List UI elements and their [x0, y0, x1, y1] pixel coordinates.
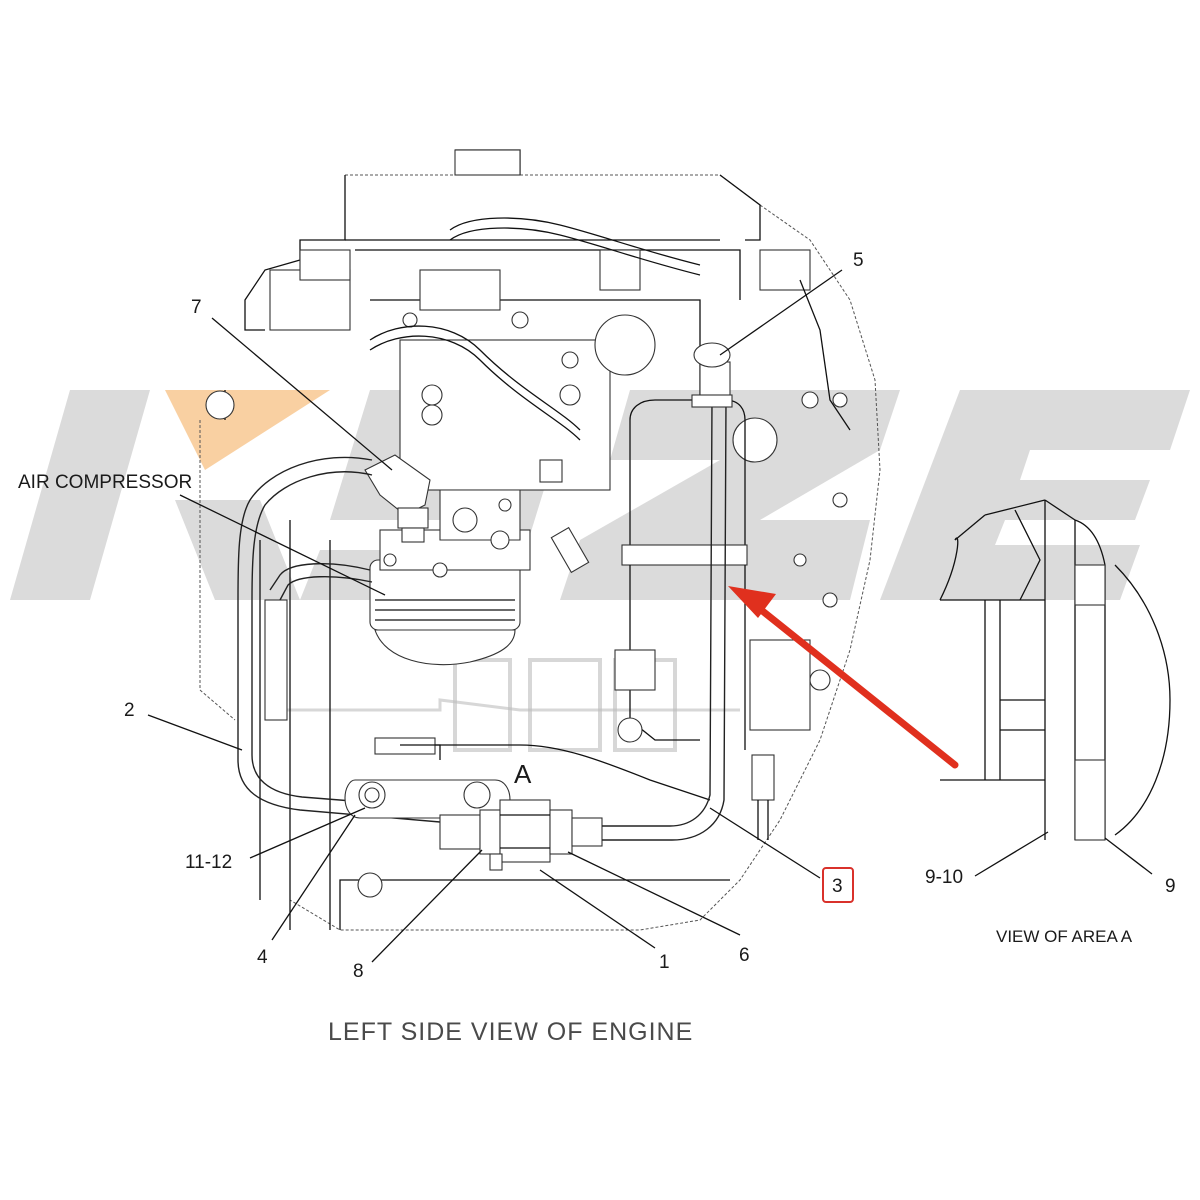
- callout-11-12: 11-12: [185, 852, 232, 873]
- callout-9: 9: [1165, 876, 1176, 897]
- view-of-area-a-caption: VIEW OF AREA A: [996, 927, 1133, 946]
- air-compressor: [369, 489, 531, 666]
- air-compressor-label: AIR COMPRESSOR: [18, 472, 192, 493]
- callout-3: 3: [832, 876, 843, 897]
- view-of-area-a-inset: [939, 499, 1171, 877]
- callout-3-highlight-box: [822, 867, 854, 903]
- callout-5: 5: [853, 250, 864, 271]
- callout-7: 7: [191, 297, 202, 318]
- callout-9-10: 9-10: [925, 867, 963, 888]
- callout-6: 6: [739, 945, 750, 966]
- elbow-fitting: [364, 454, 431, 543]
- engine-block: [369, 279, 851, 608]
- callout-2: 2: [124, 700, 135, 721]
- left-side-view-caption: LEFT SIDE VIEW OF ENGINE: [328, 1018, 693, 1046]
- engine-outline: [244, 149, 881, 931]
- filter-housing: [614, 399, 831, 840]
- radiator-frame: [199, 390, 730, 930]
- callout-8: 8: [353, 961, 364, 982]
- hose-2: [237, 456, 441, 823]
- bracket-assembly: [344, 737, 711, 819]
- callout-1: 1: [659, 952, 670, 973]
- union-connector: [439, 799, 603, 871]
- leader-lines: [147, 269, 843, 963]
- tube-3: [602, 342, 733, 841]
- highlight-arrow: [728, 586, 959, 769]
- callout-4: 4: [257, 947, 268, 968]
- view-a-marker: A: [514, 759, 532, 789]
